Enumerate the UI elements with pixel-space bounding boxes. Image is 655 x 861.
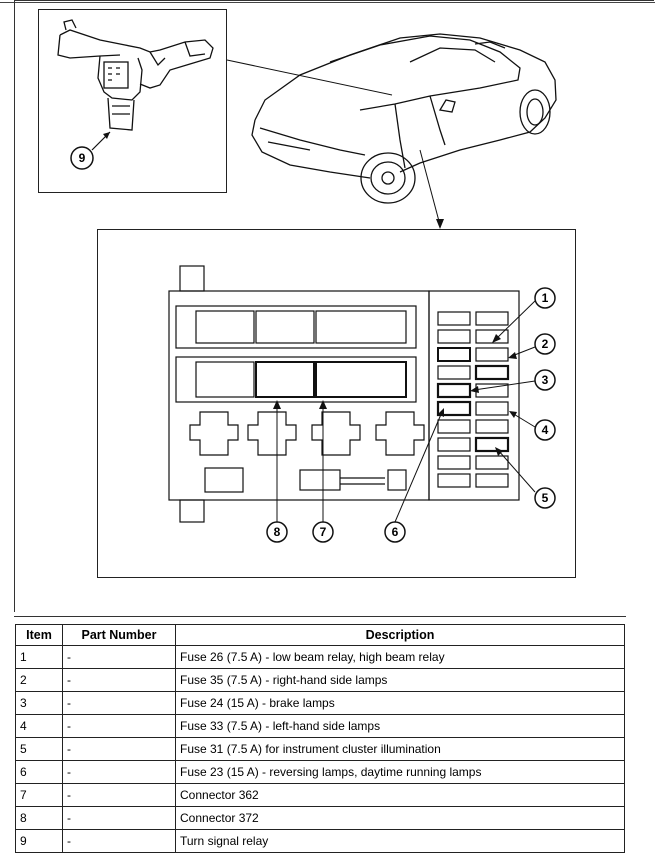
callout-2: 2 <box>508 333 556 359</box>
callout-6-label: 6 <box>392 525 399 539</box>
cell-description: Fuse 23 (15 A) - reversing lamps, daytim… <box>175 760 625 784</box>
cell-part-number: - <box>62 645 176 669</box>
cell-part-number: - <box>62 783 176 807</box>
header-part-number: Part Number <box>62 624 176 646</box>
callout-5-label: 5 <box>542 491 549 505</box>
cell-part-number: - <box>62 691 176 715</box>
figure-frame <box>14 0 654 612</box>
header-item: Item <box>15 624 63 646</box>
callout-7: 7 <box>312 400 334 543</box>
cell-item: 4 <box>15 714 63 738</box>
cell-description: Turn signal relay <box>175 829 625 853</box>
car-to-fusebox-leader <box>419 149 441 226</box>
cell-item: 6 <box>15 760 63 784</box>
cell-description: Fuse 35 (7.5 A) - right-hand side lamps <box>175 668 625 692</box>
cell-part-number: - <box>62 806 176 830</box>
cell-description: Connector 362 <box>175 783 625 807</box>
header-description: Description <box>175 624 625 646</box>
cell-part-number: - <box>62 737 176 761</box>
figure-bottom-rule <box>14 616 626 617</box>
cell-part-number: - <box>62 668 176 692</box>
car-drawing <box>251 33 557 204</box>
cell-item: 7 <box>15 783 63 807</box>
callout-9-label: 9 <box>79 151 86 165</box>
top-rule <box>0 2 655 3</box>
cell-item: 5 <box>15 737 63 761</box>
table-row: 1 - Fuse 26 (7.5 A) - low beam relay, hi… <box>15 645 625 669</box>
legend-table: Item Part Number Description 1 - Fuse 26… <box>15 624 625 853</box>
callout-5: 5 <box>495 447 556 509</box>
cell-part-number: - <box>62 714 176 738</box>
cell-item: 2 <box>15 668 63 692</box>
cell-item: 8 <box>15 806 63 830</box>
callout-4-label: 4 <box>542 423 549 437</box>
callout-8: 8 <box>266 400 288 543</box>
cell-description: Connector 372 <box>175 806 625 830</box>
cell-description: Fuse 33 (7.5 A) - left-hand side lamps <box>175 714 625 738</box>
callout-3-label: 3 <box>542 373 549 387</box>
callout-6: 6 <box>384 408 444 543</box>
wiring-diagram: 9 <box>57 19 557 543</box>
table-row: 4 - Fuse 33 (7.5 A) - left-hand side lam… <box>15 714 625 738</box>
cell-description: Fuse 26 (7.5 A) - low beam relay, high b… <box>175 645 625 669</box>
cell-part-number: - <box>62 829 176 853</box>
relay-inset <box>38 9 227 193</box>
fusebox-panel <box>97 229 576 578</box>
cell-item: 1 <box>15 645 63 669</box>
callout-8-label: 8 <box>274 525 281 539</box>
callout-1: 1 <box>492 287 556 343</box>
table-row: 9 - Turn signal relay <box>15 829 625 853</box>
callout-9: 9 <box>70 131 111 170</box>
inset-leader-line <box>226 59 393 96</box>
fusebox-drawing <box>168 265 520 523</box>
callout-7-label: 7 <box>320 525 327 539</box>
table-row: 8 - Connector 372 <box>15 806 625 830</box>
table-row: 3 - Fuse 24 (15 A) - brake lamps <box>15 691 625 715</box>
cell-description: Fuse 31 (7.5 A) for instrument cluster i… <box>175 737 625 761</box>
table-row: 6 - Fuse 23 (15 A) - reversing lamps, da… <box>15 760 625 784</box>
cell-item: 9 <box>15 829 63 853</box>
callout-2-label: 2 <box>542 337 549 351</box>
cell-part-number: - <box>62 760 176 784</box>
table-row: 5 - Fuse 31 (7.5 A) for instrument clust… <box>15 737 625 761</box>
callout-4: 4 <box>509 411 556 441</box>
table-row: 7 - Connector 362 <box>15 783 625 807</box>
table-row: 2 - Fuse 35 (7.5 A) - right-hand side la… <box>15 668 625 692</box>
cell-item: 3 <box>15 691 63 715</box>
callout-1-label: 1 <box>542 291 549 305</box>
cell-description: Fuse 24 (15 A) - brake lamps <box>175 691 625 715</box>
legend-header-row: Item Part Number Description <box>15 624 625 646</box>
callout-3: 3 <box>470 369 556 393</box>
multifunction-switch-drawing <box>57 19 214 131</box>
